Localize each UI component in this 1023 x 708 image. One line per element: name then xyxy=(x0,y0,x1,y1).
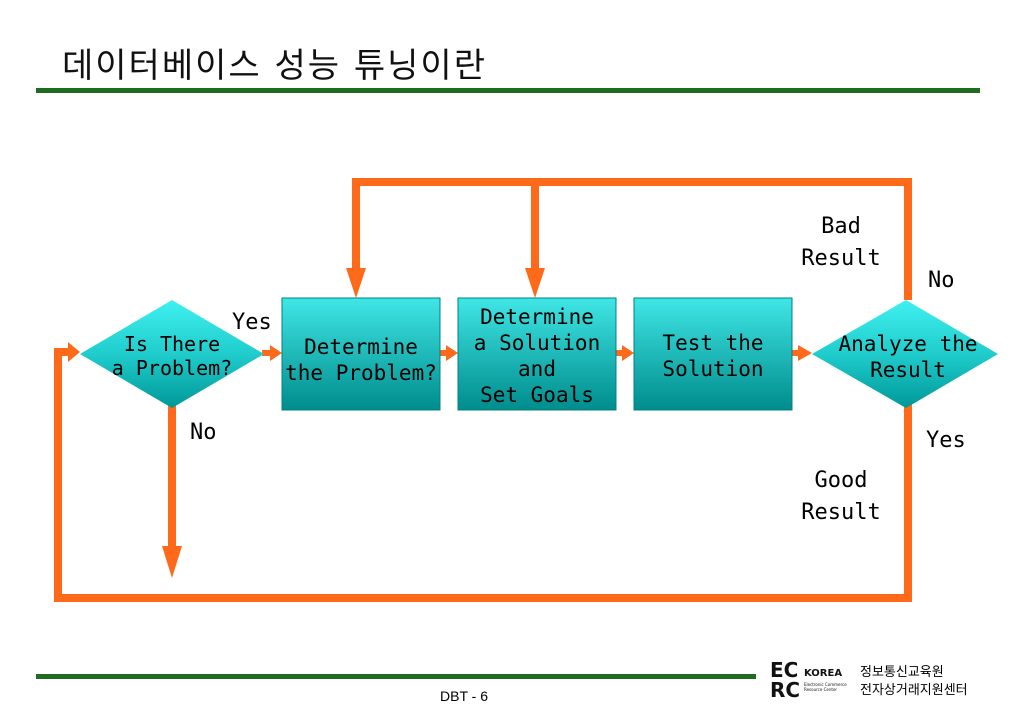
good-result-label: Good Result xyxy=(798,468,884,526)
good-result-line1: Good xyxy=(814,468,868,493)
yes-label-left: Yes xyxy=(232,310,272,335)
is-problem-line2: a Problem? xyxy=(111,356,233,380)
test-solution-box xyxy=(633,297,793,411)
no-label-left: No xyxy=(190,420,217,445)
determine-problem-text: Determine the Problem? xyxy=(282,330,440,390)
analyze-result-text: Analyze the Result xyxy=(818,330,998,384)
determine-solution-text: Determine a Solution and Set Goals xyxy=(458,304,616,408)
org-line2: 전자상거래지원센터 xyxy=(860,683,968,698)
test-solution-line2: Solution xyxy=(662,357,764,381)
yes-label-right: Yes xyxy=(926,428,966,453)
title-divider xyxy=(36,88,980,93)
feedback-loop-top xyxy=(352,178,912,300)
bad-result-line1: Bad xyxy=(821,214,861,239)
page-title: 데이터베이스 성능 튜닝이란 xyxy=(62,46,487,86)
analyze-result-line1: Analyze the xyxy=(838,332,978,356)
analyze-result-diamond xyxy=(812,300,998,408)
no-label-right: No xyxy=(928,268,955,293)
bad-result-line2: Result xyxy=(801,246,881,271)
good-result-line2: Result xyxy=(801,500,881,525)
bad-result-label: Bad Result xyxy=(798,214,884,272)
test-solution-line1: Test the xyxy=(662,331,764,355)
determine-solution-line3: and xyxy=(518,357,556,381)
determine-solution-line1: Determine xyxy=(480,305,594,329)
determine-problem-line1: Determine xyxy=(304,335,418,359)
determine-solution-line4: Set Goals xyxy=(480,383,594,407)
org-line1: 정보통신교육원 xyxy=(860,665,944,680)
feedback-loop-bottom xyxy=(54,348,912,602)
logo-subtitle: Electronic Commerce Resource Center xyxy=(804,682,847,692)
is-problem-text: Is There a Problem? xyxy=(96,330,248,382)
arrow-down-to-determine-problem xyxy=(346,268,366,298)
logo-korea: KOREA xyxy=(804,668,843,679)
arrow-into-is-problem xyxy=(68,342,80,362)
ecrc-korea-logo: EC RC KOREA Electronic Commerce Resource… xyxy=(770,660,1010,704)
test-solution-text: Test the Solution xyxy=(634,328,792,384)
logo-ec: EC xyxy=(770,658,799,682)
determine-solution-line2: a Solution xyxy=(473,331,601,355)
arrow-down-no-branch xyxy=(162,546,182,578)
is-problem-line1: Is There xyxy=(123,332,221,356)
determine-solution-box xyxy=(457,297,617,411)
logo-rc: RC xyxy=(770,678,801,702)
is-problem-diamond xyxy=(80,300,264,408)
connector-arrows xyxy=(262,345,812,361)
arrow-down-to-determine-solution xyxy=(525,268,545,298)
page-number: DBT - 6 xyxy=(440,688,488,704)
footer-divider xyxy=(36,674,756,679)
determine-problem-box xyxy=(281,297,441,411)
determine-problem-line2: the Problem? xyxy=(285,361,437,385)
org-name: 정보통신교육원 전자상거래지원센터 xyxy=(860,664,968,700)
analyze-result-line2: Result xyxy=(870,358,946,382)
